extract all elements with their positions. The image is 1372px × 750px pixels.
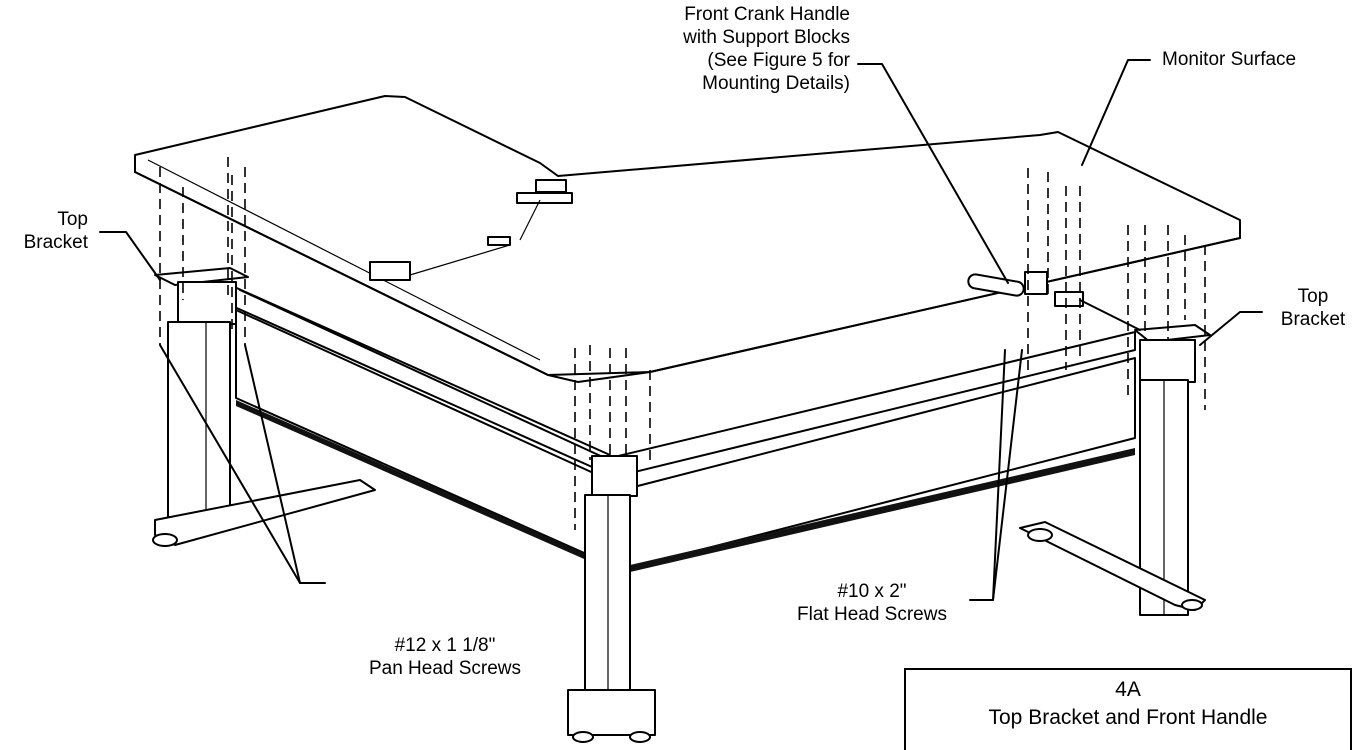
crank-handle [967,271,1141,331]
label-pan-head-screws: #12 x 1 1/8" Pan Head Screws [368,635,522,679]
label-top-bracket-left: Top Bracket [23,209,88,253]
screw-lines [159,157,1206,530]
left-frame [229,284,611,566]
right-leg [1019,324,1211,616]
leader-lines [99,59,1263,601]
label-flat-head-screws: #10 x 2" Flat Head Screws [797,581,947,625]
figure-caption: Top Bracket and Front Handle [988,706,1268,729]
label-front-crank-handle: Front Crank Handle with Support Blocks (… [683,4,850,94]
left-leg [152,267,376,547]
label-top-bracket-right: Top Bracket [1280,286,1346,330]
support-blocks [369,179,573,281]
monitor-surface-top [134,95,1241,383]
label-monitor-surface: Monitor Surface [1162,49,1297,70]
figure-caption-box: 4A Top Bracket and Front Handle [904,668,1352,750]
figure-number: 4A [1115,678,1141,701]
middle-leg [567,455,656,743]
